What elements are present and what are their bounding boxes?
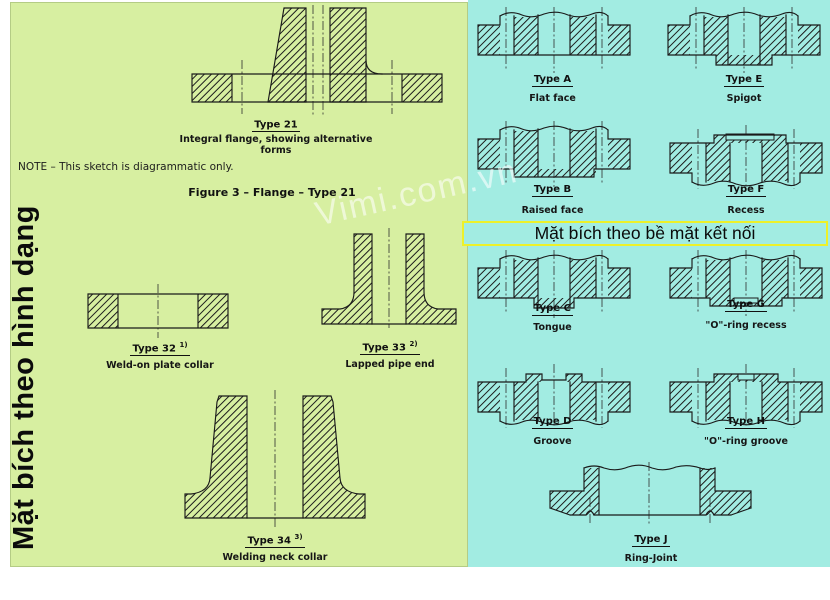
type-c-tongue-drawing [477,250,631,318]
type-33-caption: Lapped pipe end [345,359,435,370]
type-33-label: Type 33 2) [360,340,420,356]
type-c-caption: Tongue [533,322,572,333]
type-g-caption: "O"-ring recess [705,320,787,331]
type-j-caption: Ring-Joint [624,553,678,564]
figure-caption: Figure 3 – Flange – Type 21 [188,186,356,199]
type-b-label: Type B [531,184,574,197]
type-f-recess-drawing [669,125,823,189]
type-34-flange-drawing [184,390,366,528]
type-j-label: Type J [632,534,670,547]
type-f-label: Type F [725,184,767,197]
type-33-flange-drawing [321,228,457,328]
type-j-ring-joint-drawing [549,462,752,526]
type-f-caption: Recess [727,205,765,216]
type-e-label: Type E [723,74,765,87]
note-text: NOTE – This sketch is diagrammatic only. [18,161,234,173]
type-h-oring-groove-drawing [669,364,823,428]
type-h-caption: "O"-ring groove [704,436,788,447]
type-32-caption: Weld-on plate collar [106,360,214,371]
type-e-caption: Spigot [726,93,762,104]
type-21-caption: Integral flange, showing alternative for… [179,134,373,156]
type-21-label: Type 21 [166,117,386,133]
type-a-caption: Flat face [529,93,576,104]
type-b-raised-face-drawing [477,121,631,187]
type-32-label: Type 32 1) [130,341,190,357]
type-g-oring-recess-drawing [669,250,823,316]
type-a-label: Type A [531,74,574,87]
type-g-label: Type G [725,299,767,312]
type-d-caption: Groove [533,436,572,447]
type-b-caption: Raised face [521,205,584,216]
left-panel-vertical-title: Mặt bích theo hình dạng [8,205,40,550]
type-h-label: Type H [725,416,767,429]
type-34-label: Type 34 3) [245,533,305,549]
type-d-groove-drawing [477,364,631,428]
type-e-spigot-drawing [667,7,821,73]
type-32-flange-drawing [87,284,229,338]
type-34-caption: Welding neck collar [222,552,328,563]
type-a-flat-face-drawing [477,7,631,73]
type-c-label: Type C [532,303,573,316]
type-21-flange-drawing [191,5,443,116]
connection-face-banner: Mặt bích theo bề mặt kết nối [462,221,828,246]
type-d-label: Type D [531,416,574,429]
